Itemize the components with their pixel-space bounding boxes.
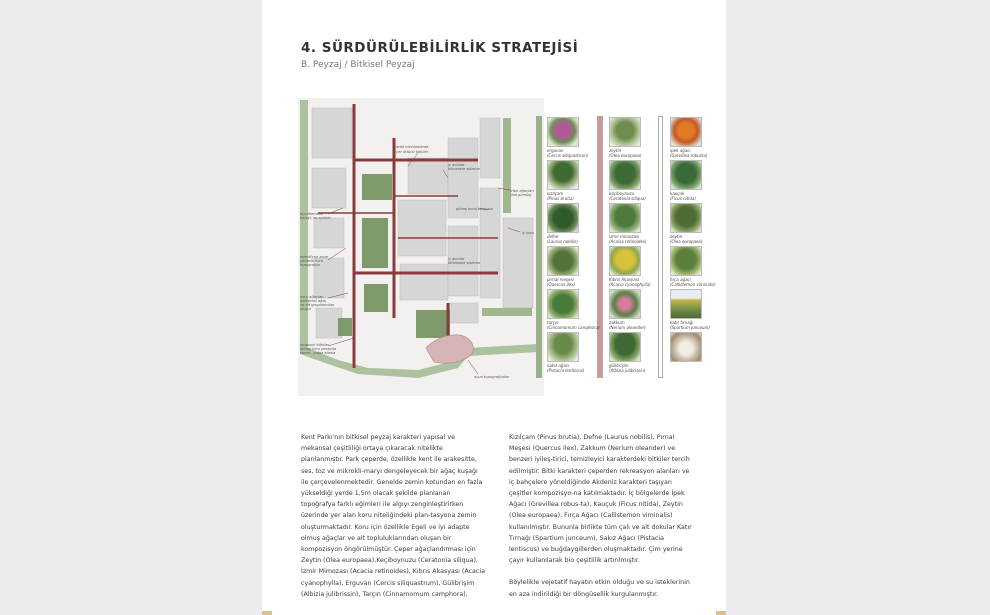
callout-text: (bal gümüş): [510, 193, 532, 197]
palette-bar-pink: [597, 116, 603, 378]
building-blocks: [311, 107, 534, 339]
body-text-column-2: Kızılçam (Pinus brutia), Defne (Laurus n…: [509, 432, 693, 600]
callout-text: içbeşimsi ağaç: [300, 299, 327, 303]
play-topography-zone: [425, 334, 474, 364]
callout-text: bitinesele sisleme: [448, 261, 481, 265]
plant-photo-tarcin: [547, 289, 579, 319]
plant-label: kızılçam (Pinus brutia): [547, 191, 574, 201]
plant-photo-kibris-akasyasi: [609, 246, 641, 276]
circulation-axes: [352, 104, 498, 368]
body-paragraph: Kent Parkı'nın bitkisel peyzaj karakteri…: [301, 434, 485, 598]
peripheral-tree-belt: [300, 100, 538, 378]
plant-label: Kıbrıs Akasyası (Acacia cyanophylla): [609, 277, 651, 287]
callout-text: tribe ağaçları: [510, 189, 534, 193]
plant-photo-erguvan: [547, 117, 579, 147]
green-courtyards: [338, 174, 450, 338]
plant-photo-pirnal-mesesi: [547, 246, 579, 276]
right-margin-background: [726, 0, 990, 615]
callout-text: iç avlular: [448, 163, 465, 167]
plant-photo-kizilcam: [547, 160, 579, 190]
plant-label: pırnal meşesi (Quercus ilex): [547, 277, 576, 287]
callout-text: güneş koru perayda: [300, 347, 336, 351]
plant-photo-ipek-agaci: [670, 117, 702, 147]
plant-photo-gulibrisim: [609, 332, 641, 362]
plant-label: zeytin (Olea europaea): [670, 234, 703, 244]
body-paragraph: Böylelikle vejetatif hayatın etkin olduğ…: [509, 579, 690, 598]
plant-photo-zakkum: [609, 289, 641, 319]
page-corner-mark-left: [262, 611, 272, 615]
plant-photo-sakiz-agaci: [547, 332, 579, 362]
callout-text: ardıl mevsimlerde: [396, 145, 429, 149]
callout-text: bilinesele sisleme: [448, 167, 481, 171]
plant-photo-pampas-grass: [670, 332, 702, 362]
plant-photo-zeytin: [609, 117, 641, 147]
callout-text: güneş korul peripsia: [456, 207, 493, 211]
callout-text: iç avlular: [448, 257, 465, 261]
callout-text: hanıyl, su eyrkile: [300, 216, 331, 220]
page-subtitle: B. Peyzaj / Bitkisel Peyzaj: [301, 60, 415, 70]
plant-photo-keciboynuzu: [609, 160, 641, 190]
palette-bar-white: [658, 116, 663, 378]
plant-label: katır tırnağı (Spartium junceum): [670, 320, 710, 330]
callout-text: oluşur: [300, 307, 312, 311]
callout-text: bmasuni bitkiler: [300, 343, 330, 347]
plant-photo-defne: [547, 203, 579, 233]
landscape-site-plan: ardıl mevsimlerde yer örtücü bitkiler iç…: [298, 98, 544, 396]
plant-label: zakkum (Nerium oleander): [609, 320, 646, 330]
callout-text: seren - çalga alanla: [300, 351, 335, 355]
plant-photo-zeytin-2: [670, 203, 702, 233]
callout-text: topografya: [300, 263, 320, 267]
plant-label: izmir mimozası (Acacia retinoides): [609, 234, 647, 244]
plant-photo-firca-agaci: [670, 246, 702, 276]
plant-label: fırça ağacı (Callistemon viminalis): [670, 277, 716, 287]
callout-text: yer örtücü bitkiler: [395, 150, 429, 154]
callout-text: iç koru: [522, 231, 535, 235]
document-page: 4. SÜRDÜRÜLEBİLİRLİK STRATEJİSİ B. Peyza…: [262, 0, 726, 615]
plant-label: ipek ağacı (Grevillea robusta): [670, 148, 708, 158]
page-title: 4. SÜRDÜRÜLEBİLİRLİK STRATEJİSİ: [301, 40, 579, 56]
callout-text: koru ağaçları: [300, 295, 324, 299]
plant-label: zeytin (Olea europaea): [609, 148, 642, 158]
callout-text: oyun topografyaları: [474, 375, 509, 379]
plant-label: gülibrişim (Albizia julibrissin): [609, 363, 646, 373]
left-margin-background: [0, 0, 262, 615]
row-trees-strip: [503, 118, 511, 213]
plant-label: erguvan (Cercis siliquastrum): [547, 148, 589, 158]
callout-leaders: [327, 152, 521, 375]
callout-text: tamofiyon zone: [300, 255, 329, 259]
plant-label: sakız ağacı (Pistacia lentiscus): [547, 363, 585, 373]
plant-label: tarçın (Cinnamomum camphora): [547, 320, 600, 330]
body-text-column-1: Kent Parkı'nın bitkisel peyzaj karakteri…: [301, 432, 485, 600]
plant-photo-katir-tirnagi: [670, 289, 702, 319]
plant-label: keçiboynuzu (Ceratonia siliqua): [609, 191, 646, 201]
callout-text: ve alt gruplarından: [300, 303, 335, 307]
body-paragraph: Kızılçam (Pinus brutia), Defne (Laurus n…: [509, 434, 692, 565]
plant-label: kauçuk (Ficus nitida): [670, 191, 696, 201]
south-trees-strip: [482, 308, 532, 316]
plant-label: defne (Laurus nobilis): [547, 234, 578, 244]
plant-photo-kaucuk: [670, 160, 702, 190]
callout-text: biyoitlemeile: [300, 212, 324, 216]
palette-bar-green: [536, 116, 542, 378]
page-corner-mark-right: [716, 611, 726, 615]
plant-photo-izmir-mimozasi: [609, 203, 641, 233]
callout-text: yerlesik koru: [299, 259, 324, 263]
